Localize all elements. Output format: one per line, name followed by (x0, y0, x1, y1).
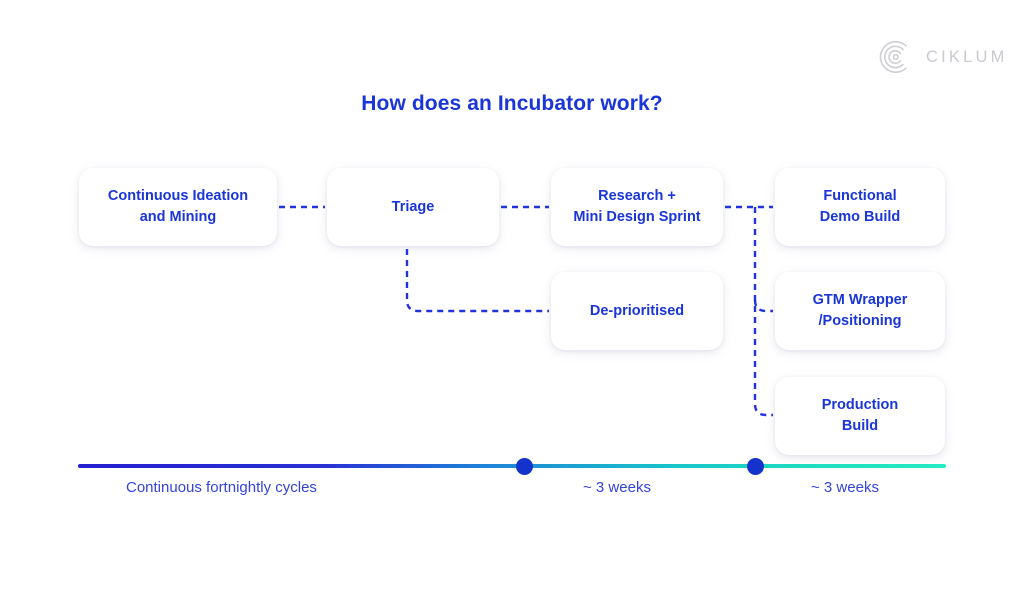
card-label: Production Build (821, 397, 899, 434)
brand-logo: CIKLUM (876, 38, 1008, 76)
card-gtm-wrapper-positioning[interactable]: GTM Wrapper /Positioning (775, 272, 945, 350)
timeline-gradient-bar (78, 464, 946, 468)
brand-wordmark: CIKLUM (926, 47, 1008, 66)
timeline-label-three-weeks-2: ~ 3 weeks (811, 479, 879, 496)
card-research-mini-design-sprint[interactable]: Research + Mini Design Sprint (551, 168, 723, 246)
card-de-prioritised[interactable]: De-prioritised (551, 272, 723, 350)
timeline-label-continuous-cycles: Continuous fortnightly cycles (126, 479, 317, 496)
connector-trunk-to-gtm (753, 299, 773, 313)
card-label: Functional Demo Build (819, 188, 901, 225)
page-title: How does an Incubator work? (361, 92, 663, 115)
card-label: Triage (391, 198, 435, 215)
connector-trunk-vertical (753, 207, 773, 417)
card-continuous-ideation-and-mining[interactable]: Continuous Ideation and Mining (79, 168, 277, 246)
timeline-marker-2[interactable] (747, 457, 764, 475)
card-triage[interactable]: Triage (327, 168, 499, 246)
connector-triage-to-deprioritised (405, 249, 549, 313)
card-label: De-prioritised (589, 302, 685, 319)
timeline-label-three-weeks-1: ~ 3 weeks (583, 479, 651, 496)
card-production-build[interactable]: Production Build (775, 377, 945, 455)
card-label: Research + Mini Design Sprint (573, 188, 701, 225)
card-label: GTM Wrapper /Positioning (812, 292, 908, 329)
timeline-marker-1[interactable] (516, 457, 533, 475)
card-functional-demo-build[interactable]: Functional Demo Build (775, 168, 945, 246)
ciklum-c-mark-icon (879, 41, 907, 73)
card-label: Continuous Ideation and Mining (107, 188, 249, 225)
